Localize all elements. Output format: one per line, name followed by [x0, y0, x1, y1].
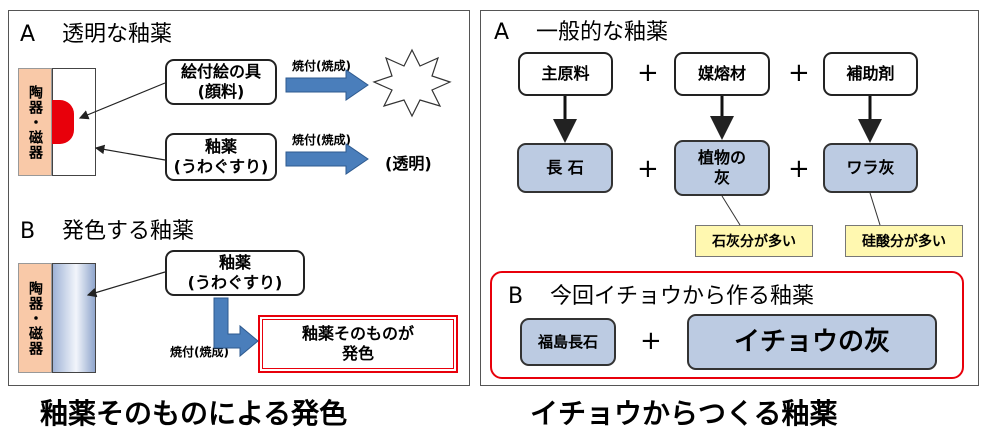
fukushima-feldspar-box: 福島長石: [520, 318, 616, 366]
glaze-layer-b: [52, 263, 96, 373]
pointer-glaze-b: [86, 271, 166, 298]
right-heading-b-letter: B: [508, 284, 524, 309]
paint-box: 絵付絵の具 (顔料): [165, 59, 277, 105]
right-heading-b-title: 今回イチョウから作る釉薬: [550, 284, 815, 309]
plus-mid-1: +: [637, 154, 659, 184]
left-heading-b-letter: B: [20, 219, 36, 244]
main-material-box: 主原料: [518, 52, 613, 96]
pigment-spot: [52, 100, 74, 144]
note-connector-2: [869, 192, 881, 226]
fire-arrow-2: [285, 143, 369, 175]
fire-arrow-1: [285, 69, 369, 101]
pointer-paint: [78, 82, 166, 120]
result-box-text: 釉薬そのものが 発色: [262, 319, 454, 369]
pottery-label-b: 陶器・磁器: [18, 263, 52, 373]
right-heading-a: A 一般的な釉薬: [494, 14, 668, 46]
pottery-label-a: 陶器・磁器: [18, 68, 52, 176]
left-heading-b: B 発色する釉薬: [20, 213, 194, 245]
note-lime: 石灰分が多い: [695, 225, 813, 257]
auxiliary-box: 補助剤: [823, 52, 918, 96]
glaze-box-b: 釉薬 (うわぐすり): [165, 250, 305, 296]
feldspar-box: 長 石: [517, 143, 613, 193]
right-heading-a-letter: A: [494, 20, 510, 45]
plus-mid-2: +: [788, 154, 810, 184]
left-heading-a: A 透明な釉薬: [20, 16, 172, 48]
fire-label-2: 焼付(焼成): [292, 133, 351, 147]
result-box: 釉薬そのものが 発色: [258, 315, 458, 373]
glaze-box-a: 釉薬 (うわぐすり): [165, 133, 277, 181]
section-b-frame: [490, 271, 964, 379]
pointer-glaze-a: [94, 144, 166, 161]
left-heading-b-title: 発色する釉薬: [62, 219, 195, 244]
fire-label-1: 焼付(焼成): [292, 59, 351, 73]
right-heading-b: B 今回イチョウから作る釉薬: [508, 278, 814, 310]
plus-b: +: [640, 326, 662, 356]
plus-top-2: +: [788, 58, 810, 88]
plant-ash-box: 植物の 灰: [674, 140, 770, 196]
right-heading-a-title: 一般的な釉薬: [536, 20, 669, 45]
transparent-label: (透明): [385, 154, 432, 173]
flux-box: 媒熔材: [674, 52, 770, 96]
right-caption: イチョウからつくる釉薬: [530, 397, 838, 430]
left-heading-a-letter: A: [20, 22, 36, 47]
left-caption: 釉薬そのものによる発色: [40, 397, 348, 430]
straw-ash-box: ワラ灰: [823, 143, 918, 193]
ginkgo-ash-box: イチョウの灰: [687, 314, 937, 370]
left-heading-a-title: 透明な釉薬: [62, 22, 173, 47]
plus-top-1: +: [637, 58, 659, 88]
note-connector-1: [721, 195, 741, 226]
fire-arrow-3: [213, 297, 259, 358]
note-silica: 硅酸分が多い: [845, 225, 963, 257]
color-burst-shape: [372, 48, 452, 118]
